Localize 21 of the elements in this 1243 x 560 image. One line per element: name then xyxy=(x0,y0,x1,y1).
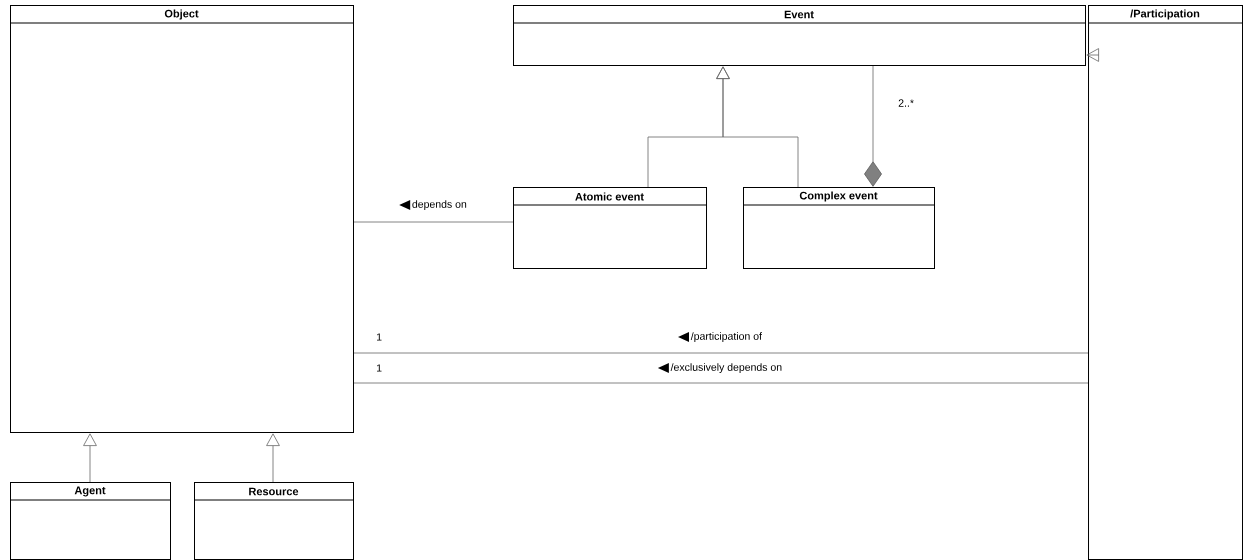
multiplicity-label: 1 xyxy=(377,364,382,372)
multiplicity-label: 1 xyxy=(377,333,382,341)
class-box: /Participation xyxy=(1087,5,1243,560)
class-box: Agent xyxy=(9,482,171,560)
generalization-arrow xyxy=(1086,48,1100,62)
class-box: Resource xyxy=(193,482,354,560)
class-box: Atomic event xyxy=(512,187,707,269)
generalization-arrow xyxy=(83,433,97,483)
class-box: Object xyxy=(9,5,354,433)
edge-label: /exclusively depends on xyxy=(656,362,784,374)
class-box: Complex event xyxy=(742,187,935,269)
composition-arrow xyxy=(864,65,882,187)
generalization-arrow xyxy=(266,433,280,483)
association-line xyxy=(353,352,1089,354)
association-line xyxy=(353,221,514,223)
association-line xyxy=(353,382,1089,384)
generalization-arrow xyxy=(716,66,799,188)
edge-label: depends on xyxy=(398,199,468,211)
class-box: Event xyxy=(512,5,1086,66)
multiplicity-label: 2..* xyxy=(898,99,914,107)
edge-label: /participation of xyxy=(677,331,763,343)
